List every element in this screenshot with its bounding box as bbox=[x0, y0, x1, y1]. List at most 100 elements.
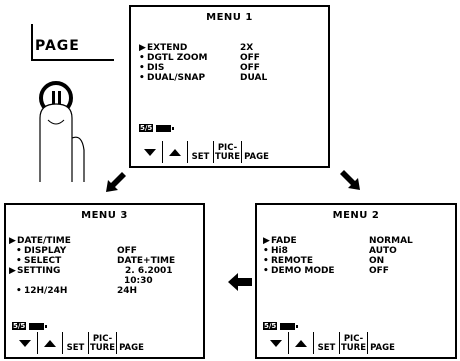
picture-button[interactable]: PIC-TURE bbox=[213, 141, 241, 163]
set-button[interactable]: SET bbox=[187, 141, 213, 163]
row-label: DISPLAY bbox=[24, 246, 66, 256]
down-triangle-icon bbox=[19, 340, 31, 347]
page-softkey-button[interactable]: PAGE bbox=[116, 332, 146, 354]
row-marker: ▶ bbox=[139, 43, 147, 53]
row-label: DGTL ZOOM bbox=[147, 53, 208, 63]
menu3-screen: MENU 3 ▶ DATE/TIME • DISPLAY OFF • SELEC… bbox=[4, 203, 205, 359]
row-value: ON bbox=[369, 256, 384, 266]
row-label: DUAL/SNAP bbox=[147, 73, 205, 83]
down-button[interactable] bbox=[12, 332, 37, 354]
up-button[interactable] bbox=[37, 332, 62, 354]
battery-fraction: 5/5 bbox=[263, 322, 277, 330]
menu2-title: MENU 2 bbox=[257, 210, 455, 221]
menu-row[interactable]: ▶ EXTEND 2X bbox=[139, 43, 187, 53]
row-marker: ▶ bbox=[263, 236, 271, 246]
down-button[interactable] bbox=[137, 141, 162, 163]
down-triangle-icon bbox=[270, 340, 282, 347]
menu-row[interactable]: • REMOTE ON bbox=[263, 256, 313, 266]
menu-row[interactable]: • SELECT DATE+TIME bbox=[16, 256, 61, 266]
softkey-bar: SET PIC-TURE PAGE bbox=[12, 332, 199, 354]
finger-pressing-icon bbox=[30, 78, 90, 182]
menu1-title: MENU 1 bbox=[131, 12, 328, 23]
up-button[interactable] bbox=[162, 141, 187, 163]
row-label: FADE bbox=[271, 236, 297, 246]
picture-button[interactable]: PIC-TURE bbox=[88, 332, 116, 354]
set-label: SET bbox=[192, 153, 210, 162]
arrow-to-menu1-icon bbox=[102, 170, 128, 196]
row-label: SETTING bbox=[17, 266, 60, 276]
menu-row[interactable]: • DUAL/SNAP DUAL bbox=[139, 73, 205, 83]
battery-icon bbox=[156, 125, 171, 132]
row-value: 24H bbox=[117, 286, 137, 296]
battery-fraction: 5/5 bbox=[12, 322, 26, 330]
row-marker: • bbox=[263, 256, 271, 266]
row-marker: • bbox=[16, 286, 24, 296]
row-marker: • bbox=[139, 63, 147, 73]
row-value: OFF bbox=[369, 266, 389, 276]
row-value: OFF bbox=[240, 53, 260, 63]
menu-row[interactable]: • DEMO MODE OFF bbox=[263, 266, 335, 276]
down-button[interactable] bbox=[263, 332, 288, 354]
menu-row[interactable]: • DISPLAY OFF bbox=[16, 246, 66, 256]
menu-row[interactable]: • DIS OFF bbox=[139, 63, 164, 73]
row-marker: ▶ bbox=[9, 236, 17, 246]
row-value: DUAL bbox=[240, 73, 267, 83]
menu-row[interactable]: ▶ FADE NORMAL bbox=[263, 236, 297, 246]
set-button[interactable]: SET bbox=[313, 332, 339, 354]
row-value: DATE+TIME bbox=[117, 256, 175, 266]
page-label: PAGE bbox=[244, 153, 269, 162]
row-value: 10:30 bbox=[124, 276, 153, 286]
set-label: SET bbox=[67, 344, 85, 353]
picture-label-line2: TURE bbox=[341, 344, 366, 353]
battery-indicator: 5/5 bbox=[263, 322, 295, 330]
menu-row[interactable]: • 12H/24H 24H bbox=[16, 286, 67, 296]
arrow-to-menu3-icon bbox=[228, 273, 252, 291]
row-label: REMOTE bbox=[271, 256, 313, 266]
up-triangle-icon bbox=[295, 340, 307, 347]
up-triangle-icon bbox=[44, 340, 56, 347]
battery-icon bbox=[29, 323, 44, 330]
menu-row[interactable]: • DGTL ZOOM OFF bbox=[139, 53, 208, 63]
picture-label-line2: TURE bbox=[215, 153, 240, 162]
row-label: SELECT bbox=[24, 256, 61, 266]
battery-fraction: 5/5 bbox=[139, 124, 153, 132]
menu-row[interactable]: ▶ DATE/TIME bbox=[9, 236, 71, 246]
page-label: PAGE bbox=[119, 344, 144, 353]
row-value: OFF bbox=[117, 246, 137, 256]
row-marker: • bbox=[139, 73, 147, 83]
menu2-screen: MENU 2 ▶ FADE NORMAL • Hi8 AUTO • REMOTE… bbox=[255, 203, 457, 359]
row-value: 2X bbox=[240, 43, 253, 53]
row-value: NORMAL bbox=[369, 236, 413, 246]
row-value: AUTO bbox=[369, 246, 397, 256]
row-marker: • bbox=[16, 246, 24, 256]
row-label: 12H/24H bbox=[24, 286, 67, 296]
up-button[interactable] bbox=[288, 332, 313, 354]
page-button-label: PAGE bbox=[35, 38, 80, 54]
row-value: 2. 6.2001 bbox=[125, 266, 173, 276]
page-softkey-button[interactable]: PAGE bbox=[367, 332, 397, 354]
row-marker: • bbox=[263, 266, 271, 276]
page-softkey-button[interactable]: PAGE bbox=[241, 141, 271, 163]
row-marker: • bbox=[16, 256, 24, 266]
row-label: DIS bbox=[147, 63, 164, 73]
row-label: Hi8 bbox=[271, 246, 288, 256]
row-label: DATE/TIME bbox=[17, 236, 71, 246]
row-value: OFF bbox=[240, 63, 260, 73]
row-label: EXTEND bbox=[147, 43, 187, 53]
battery-icon bbox=[280, 323, 295, 330]
menu-row[interactable]: ▶ SETTING 2. 6.2001 bbox=[9, 266, 60, 276]
set-button[interactable]: SET bbox=[62, 332, 88, 354]
menu3-title: MENU 3 bbox=[6, 210, 203, 221]
picture-button[interactable]: PIC-TURE bbox=[339, 332, 367, 354]
menu-row[interactable]: • Hi8 AUTO bbox=[263, 246, 288, 256]
row-marker: • bbox=[139, 53, 147, 63]
page-label: PAGE bbox=[370, 344, 395, 353]
softkey-bar: SET PIC-TURE PAGE bbox=[263, 332, 451, 354]
set-label: SET bbox=[318, 344, 336, 353]
softkey-bar: SET PIC-TURE PAGE bbox=[137, 141, 324, 163]
row-label: DEMO MODE bbox=[271, 266, 335, 276]
picture-label-line2: TURE bbox=[90, 344, 115, 353]
battery-indicator: 5/5 bbox=[12, 322, 44, 330]
arrow-to-menu2-icon bbox=[338, 168, 364, 194]
menu1-screen: MENU 1 ▶ EXTEND 2X • DGTL ZOOM OFF • DIS… bbox=[129, 5, 330, 168]
